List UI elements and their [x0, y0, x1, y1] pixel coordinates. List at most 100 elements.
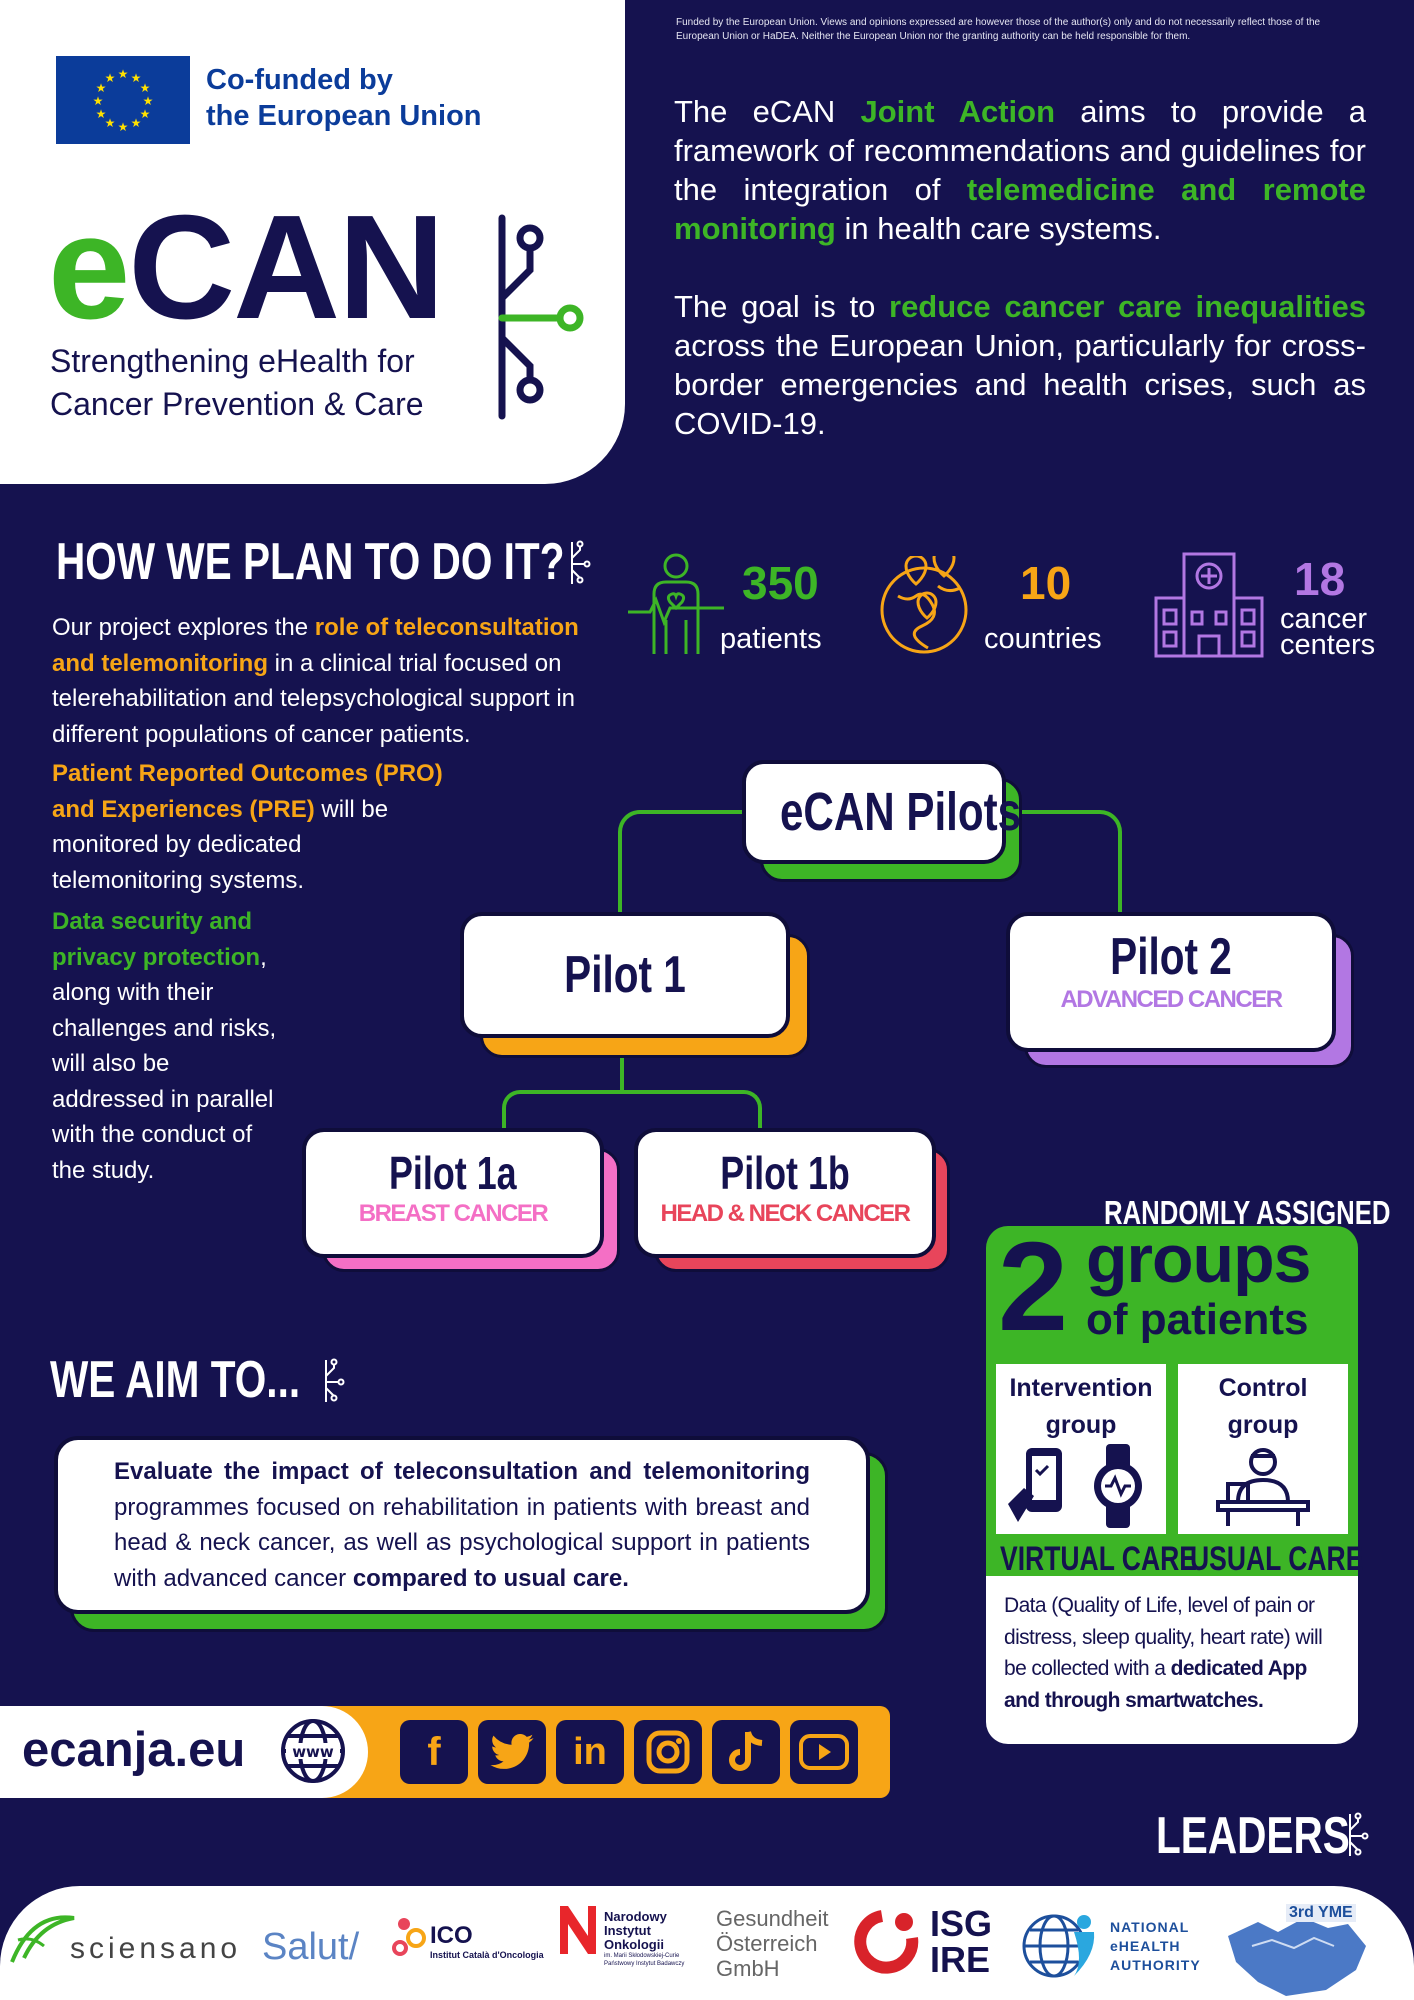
sciensano-logo: sciensano	[70, 1932, 242, 1965]
linkedin-icon[interactable]: in	[556, 1720, 624, 1784]
aim-heading: WE AIM TO...	[50, 1350, 371, 1410]
groups-subword: of patients	[1086, 1295, 1309, 1344]
intro-p1-d: telemedicine and remote monitoring	[674, 172, 1366, 246]
circuit-icon	[490, 208, 590, 433]
pilot1-title: Pilot 1	[564, 946, 686, 1004]
stat-centers-label-2: centers	[1280, 629, 1376, 661]
intro-p1-c: aims to provide a framework of recommend…	[674, 94, 1367, 207]
intro-p1-b: Joint Action	[860, 94, 1056, 129]
facebook-icon[interactable]: f	[400, 1720, 468, 1784]
goeg-line3: GmbH	[716, 1956, 780, 1981]
stat-countries-value: 10	[1020, 557, 1072, 609]
intro-p2-b: reduce cancer care inequalities	[889, 289, 1366, 324]
logo-can: CAN	[128, 185, 445, 350]
cofunded-line1: Co-funded by	[206, 64, 393, 96]
isg-line1: ISG	[930, 1903, 993, 1944]
how-paragraph-2: Patient Reported Outcomes (PRO) and Expe…	[52, 756, 452, 898]
aim-text-b: programmes focused on rehabilitation in …	[114, 1493, 810, 1592]
how-text: Our project explores the role of telecon…	[52, 610, 582, 1192]
svg-text:★: ★	[96, 81, 107, 95]
control-line2: group	[1227, 1411, 1299, 1439]
twitter-icon[interactable]	[478, 1720, 546, 1784]
groups-number: 2	[998, 1216, 1069, 1357]
groups-data-note: Data (Quality of Life, level of pain or …	[986, 1576, 1358, 1744]
groups-word: groups	[1086, 1221, 1311, 1297]
svg-text:★: ★	[131, 71, 142, 85]
nio-sub2: Państwowy Instytut Badawczy	[604, 1961, 685, 1967]
eu-flag-icon: ★★★ ★★★ ★★★ ★★★	[56, 56, 190, 144]
pilot1a-title: Pilot 1a	[389, 1147, 517, 1199]
mini-circuit-icon-2	[322, 1358, 346, 1409]
how-paragraph-3: Data security and privacy protection, al…	[52, 904, 278, 1188]
tagline: Strengthening eHealth for Cancer Prevent…	[50, 340, 500, 426]
ico-dots-icon	[390, 1916, 428, 1965]
intro-paragraph-1: The eCAN Joint Action aims to provide a …	[674, 92, 1366, 248]
intervention-group-card: Intervention group	[996, 1364, 1166, 1534]
pilot2-title: Pilot 2	[1110, 928, 1232, 986]
goeg-logo: Gesundheit Österreich GmbH	[716, 1906, 829, 1981]
svg-text:★: ★	[105, 71, 116, 85]
how-p2-b: will be monitored by dedicated telemonit…	[52, 795, 389, 894]
stat-centers-value: 18	[1294, 553, 1346, 605]
control-group-card: Control group	[1178, 1364, 1348, 1534]
nea-line3: AUTHORITY	[1110, 1957, 1201, 1973]
pilot2-box: Pilot 2 ADVANCED CANCER	[1006, 912, 1336, 1052]
leaders-heading: LEADERS	[1156, 1806, 1404, 1866]
mini-circuit-icon	[568, 540, 592, 591]
ico-logo: ICO	[430, 1922, 473, 1949]
stat-centers-label-1: cancer	[1280, 603, 1368, 635]
instagram-icon[interactable]	[634, 1720, 702, 1784]
intro-text: The eCAN Joint Action aims to provide a …	[674, 92, 1366, 482]
tiktok-icon[interactable]	[712, 1720, 780, 1784]
pilot1-connector	[502, 1090, 762, 1130]
cofunded-label: Co-funded by the European Union	[206, 62, 526, 134]
svg-text:★: ★	[118, 120, 129, 134]
www-globe-icon[interactable]: www	[280, 1718, 346, 1789]
stat-patients-value: 350	[742, 557, 819, 609]
nea-logo: NATIONAL eHEALTH AUTHORITY	[1110, 1918, 1201, 1975]
randomly-assigned-text: RANDOMLY ASSIGNED	[1104, 1194, 1391, 1231]
svg-text:★: ★	[140, 107, 151, 121]
how-p2-a: Patient Reported Outcomes (PRO) and Expe…	[52, 760, 443, 823]
salut-logo: Salut/	[262, 1926, 360, 1968]
svg-text:★: ★	[105, 116, 116, 130]
website-link[interactable]: ecanja.eu	[22, 1723, 246, 1777]
how-p3-a: Data security and privacy protection	[52, 908, 261, 971]
logo-e: e	[48, 185, 130, 350]
globe-pins-icon	[878, 546, 974, 661]
patient-heartbeat-icon	[628, 550, 724, 665]
randomly-assigned-label: RANDOMLY ASSIGNED	[1104, 1194, 1414, 1232]
doctor-desk-icon	[1216, 1448, 1310, 1526]
aim-box: Evaluate the impact of teleconsultation …	[54, 1436, 870, 1614]
third-yme-label: 3rd YME	[1286, 1904, 1356, 1922]
nio-line1: Narodowy	[604, 1909, 667, 1924]
svg-text:★: ★	[96, 107, 107, 121]
nea-line1: NATIONAL	[1110, 1919, 1190, 1935]
usual-care-text: USUAL CARE	[1190, 1540, 1364, 1578]
isg-ire-logo: ISG IRE	[930, 1906, 992, 1978]
sciensano-leaf-icon	[8, 1910, 78, 1975]
intervention-line1: Intervention	[1009, 1374, 1153, 1402]
nio-logo: Narodowy Instytut Onkologii im. Marii Sk…	[604, 1910, 684, 1968]
youtube-icon[interactable]	[790, 1720, 858, 1784]
how-p1-a: Our project explores the	[52, 614, 315, 641]
intro-paragraph-2: The goal is to reduce cancer care inequa…	[674, 287, 1366, 443]
virtual-care-label: VIRTUAL CARE	[1000, 1540, 1253, 1579]
usual-care-label: USUAL CARE	[1190, 1540, 1412, 1579]
how-p1-b: role of teleconsultation and telemonitor…	[52, 614, 579, 677]
cofunded-line2: the European Union	[206, 100, 482, 132]
pilot2-subtitle: ADVANCED CANCER	[1060, 986, 1283, 1013]
svg-text:★: ★	[93, 94, 104, 108]
svg-text:www: www	[292, 1743, 334, 1761]
nio-logo-icon	[556, 1902, 600, 1963]
how-paragraph-1: Our project explores the role of telecon…	[52, 610, 582, 752]
funding-disclaimer: Funded by the European Union. Views and …	[676, 17, 1321, 42]
nea-line2: eHEALTH	[1110, 1938, 1181, 1954]
how-heading: HOW WE PLAN TO DO IT?	[56, 532, 708, 592]
pilot1a-subtitle: BREAST CANCER	[358, 1200, 549, 1227]
goeg-line1: Gesundheit	[716, 1906, 829, 1931]
tagline-line1: Strengthening eHealth for	[50, 343, 415, 379]
pilots-root-box: eCAN Pilots	[742, 760, 1021, 864]
stat-countries-label: countries	[984, 623, 1102, 655]
intro-p1-e: in health care systems.	[835, 211, 1162, 246]
